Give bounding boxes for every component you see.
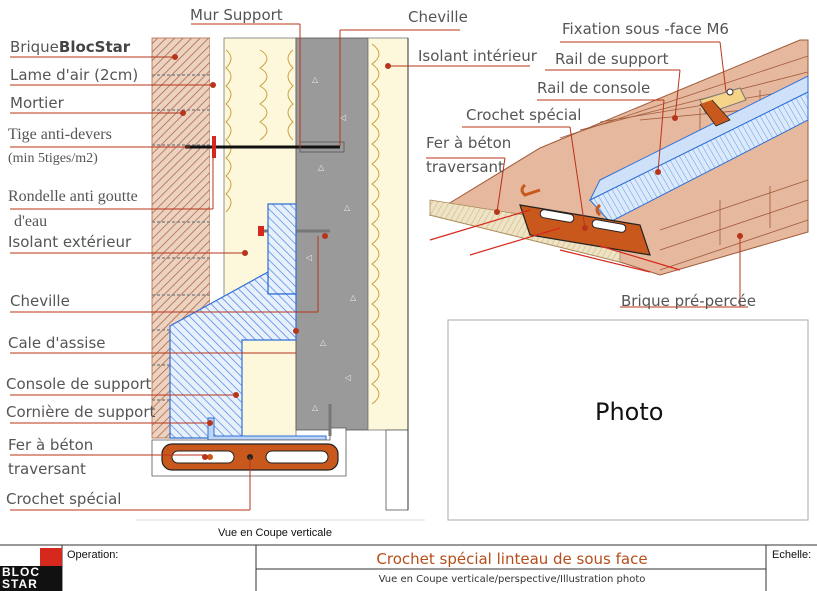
view-caption: Vue en Coupe verticale (218, 527, 332, 539)
logo-line2: STAR (2, 577, 38, 591)
label-corniere-support: Cornière de support (6, 403, 156, 421)
label-rondelle-1: Rondelle anti goutte (8, 188, 138, 205)
label-brique-prefix: Brique (10, 38, 59, 56)
svg-text:△: △ (312, 75, 319, 84)
svg-text:△: △ (344, 203, 351, 212)
echelle-label: Echelle: (772, 549, 812, 561)
svg-text:◁: ◁ (339, 113, 346, 122)
label-crochet-left: Crochet spécial (6, 490, 122, 508)
blocstar-logo: BLOC STAR (0, 548, 62, 591)
drawing-title: Crochet spécial linteau de sous face (376, 550, 648, 568)
leader-lines-right (426, 41, 748, 308)
label-rondelle-2: d'eau (14, 213, 48, 230)
photo-placeholder: Photo (595, 398, 664, 426)
operation-label: Operation: (67, 549, 119, 561)
label-isolant-interieur: Isolant intérieur (418, 47, 537, 65)
label-tige-2: (min 5tiges/m2) (8, 151, 98, 166)
label-crochet-right: Crochet spécial (466, 106, 582, 124)
logo-line1: BLOC (2, 565, 40, 579)
label-cheville-left: Cheville (10, 292, 70, 310)
label-mortier: Mortier (10, 94, 64, 112)
svg-text:◁: ◁ (305, 253, 312, 262)
label-brique: BriqueBlocStar (10, 38, 130, 56)
label-tige-1: Tige anti-devers (8, 126, 112, 143)
label-console-support: Console de support (6, 375, 152, 393)
concrete-wall (295, 37, 369, 431)
support-console (267, 203, 297, 295)
label-rail-console: Rail de console (537, 79, 651, 97)
label-fer-2: traversant (8, 460, 86, 478)
svg-text:△: △ (350, 293, 357, 302)
interior-insulation (367, 37, 409, 431)
svg-text:△: △ (318, 163, 325, 172)
label-isolant-exterieur: Isolant extérieur (8, 233, 132, 251)
label-fixation: Fixation sous -face M6 (562, 20, 729, 38)
svg-text:△: △ (312, 403, 319, 412)
label-cale-assise: Cale d'assise (8, 334, 106, 352)
title-block-grid (0, 544, 817, 591)
photo-frame (447, 319, 809, 521)
svg-text:△: △ (320, 338, 327, 347)
drawing-subtitle: Vue en Coupe verticale/perspective/Illus… (378, 574, 646, 585)
label-lame-air: Lame d'air (2cm) (10, 66, 139, 84)
label-rail-support: Rail de support (555, 50, 669, 68)
leader-lines-left (10, 23, 530, 511)
label-fer-right-1: Fer à béton (426, 134, 512, 152)
label-mur-support: Mur Support (190, 6, 283, 24)
svg-text:◁: ◁ (344, 373, 351, 382)
label-brique-prepercee: Brique pré-percée (621, 292, 756, 310)
label-fer-1: Fer à béton (8, 436, 94, 454)
label-cheville-top: Cheville (408, 8, 468, 26)
label-fer-right-2: traversant (426, 158, 504, 176)
label-brique-brand: BlocStar (58, 38, 131, 56)
